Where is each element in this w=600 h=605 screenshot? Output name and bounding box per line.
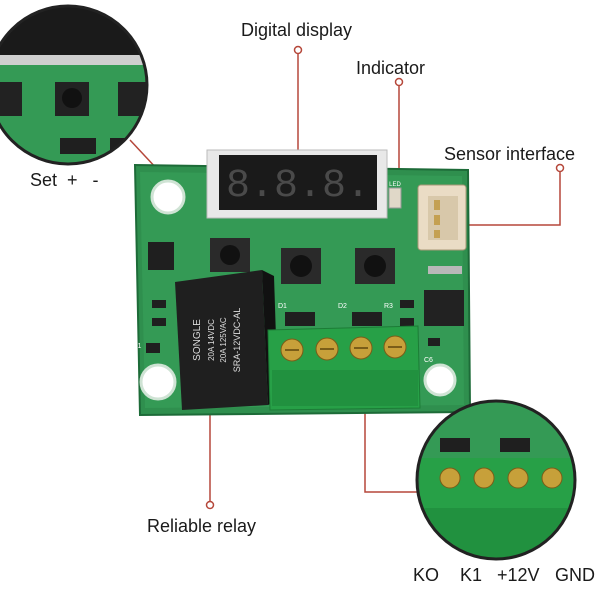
smd-components xyxy=(146,242,464,353)
digital-display: 8.8.8. xyxy=(206,149,388,219)
terminal-block xyxy=(267,325,421,411)
plus-button xyxy=(281,248,321,284)
terminal-label-k1: K1 xyxy=(460,565,483,585)
indicator-led: LED xyxy=(388,182,402,209)
reliable-relay-label: Reliable relay xyxy=(147,516,257,536)
relay-rating-1: 20A 14VDC xyxy=(207,319,216,361)
zoom-buttons-inset xyxy=(0,4,149,166)
terminal-label-ko: KO xyxy=(413,565,440,585)
d1-silkscreen: D1 xyxy=(278,303,287,310)
sensor-connector xyxy=(417,184,467,251)
led-silkscreen: LED xyxy=(389,182,401,188)
relay-rating-2: 20A 125VAC xyxy=(219,317,228,362)
sensor-interface-label: Sensor interface xyxy=(444,144,576,164)
set-buttons-label: Set + - xyxy=(30,170,99,190)
relay: SONGLE 20A 14VDC 20A 125VAC SRA-12VDC-AL xyxy=(175,270,278,410)
set-button xyxy=(210,238,250,272)
terminal-label-12v: +12V xyxy=(497,565,540,585)
minus-button xyxy=(355,248,395,284)
terminal-label-gnd: GND xyxy=(555,565,595,585)
display-digits: 8.8.8. xyxy=(226,164,370,209)
zoom-terminals-inset xyxy=(415,399,577,561)
d2-silkscreen: D2 xyxy=(338,303,347,310)
relay-model: SRA-12VDC-AL xyxy=(232,308,242,373)
r3-silkscreen: R3 xyxy=(384,303,393,310)
digital-display-label: Digital display xyxy=(241,20,353,40)
q1-silkscreen: Q1 xyxy=(132,343,141,350)
relay-brand: SONGLE xyxy=(192,319,203,361)
indicator-label: Indicator xyxy=(356,58,426,78)
c6-silkscreen: C6 xyxy=(424,357,433,364)
